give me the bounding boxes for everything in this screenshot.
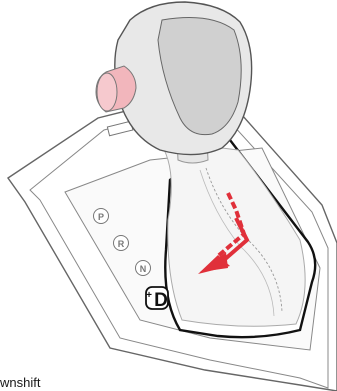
svg-text:P: P — [98, 212, 104, 222]
gear-position-p: P — [94, 209, 109, 224]
svg-text:N: N — [140, 264, 147, 274]
svg-text:D: D — [154, 290, 168, 311]
gear-position-d: D + — [146, 287, 168, 311]
svg-text:+: + — [146, 290, 152, 301]
gear-position-r: R — [114, 236, 129, 251]
instruction-caption: wnshift — [0, 375, 40, 391]
release-button-face — [97, 73, 117, 111]
gear-position-n: N — [136, 261, 151, 276]
svg-text:R: R — [118, 239, 125, 249]
